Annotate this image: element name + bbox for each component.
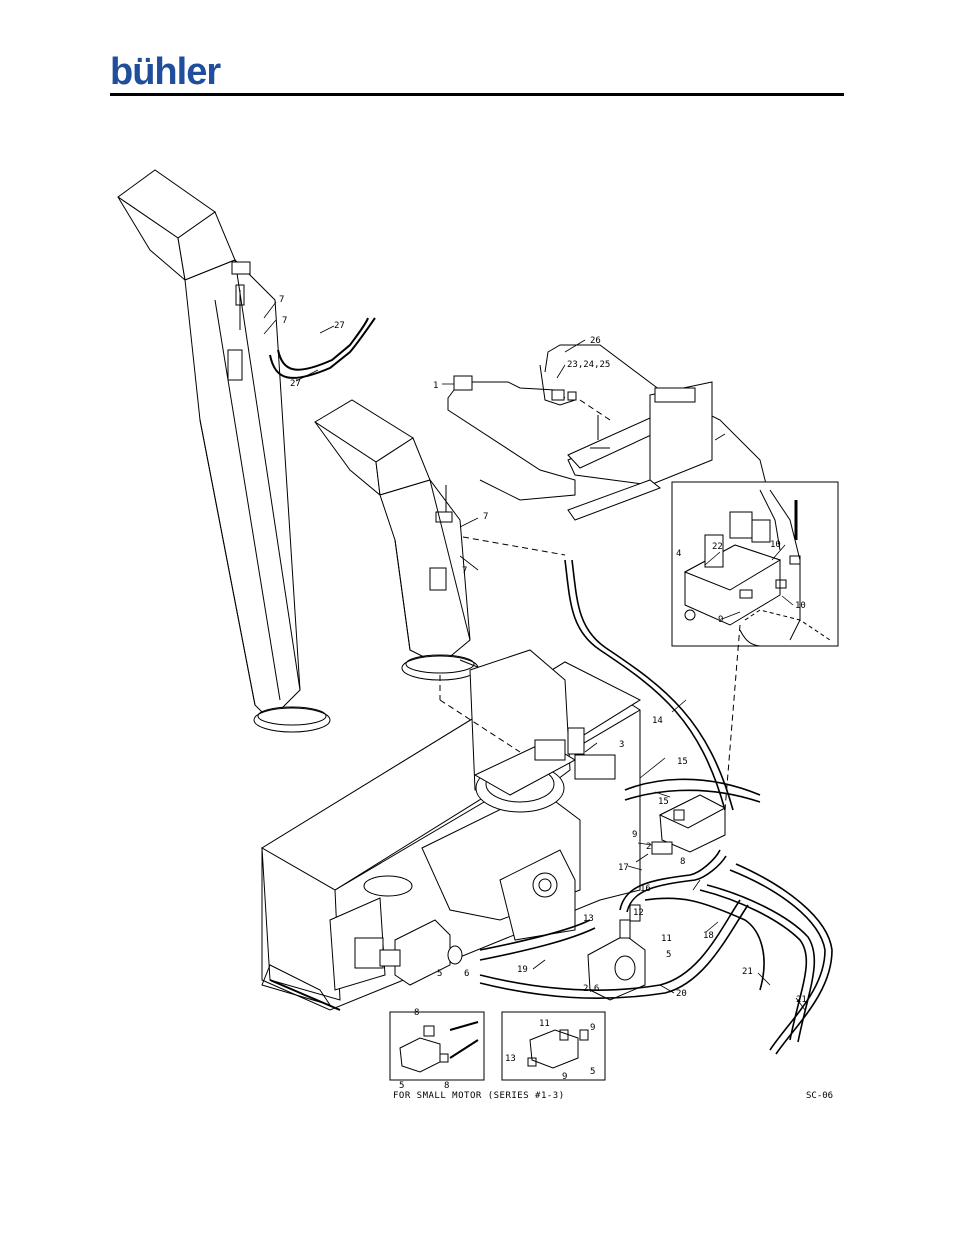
callout-10a: 10 <box>770 540 781 550</box>
spout-assembly-left <box>118 170 330 732</box>
callout-13b: 13 <box>505 1054 516 1064</box>
callout-7a: 7 <box>279 295 284 305</box>
callout-7d: 7 <box>462 566 467 576</box>
valve-detail-inset <box>672 482 838 646</box>
callout-5d: 5 <box>590 1067 595 1077</box>
callout-11b: 11 <box>539 1019 550 1029</box>
callout-1: 1 <box>433 381 438 391</box>
callout-10b: 10 <box>795 601 806 611</box>
callout-19: 19 <box>517 965 528 975</box>
hose-27 <box>270 318 375 378</box>
callout-9b: 9 <box>718 615 723 625</box>
callout-6: 6 <box>464 969 469 979</box>
callout-16: 16 <box>640 884 651 894</box>
callout-21b: 21 <box>796 995 807 1005</box>
callout-20: 20 <box>676 989 687 999</box>
callout-8c: 8 <box>444 1081 449 1091</box>
callout-22: 22 <box>712 542 723 552</box>
callout-7c: 7 <box>483 512 488 522</box>
callout-14: 14 <box>652 716 663 726</box>
diagram-code: SC-06 <box>806 1091 833 1101</box>
callout-12: 12 <box>633 908 644 918</box>
callout-8a: 8 <box>680 857 685 867</box>
spout-assembly-middle <box>315 400 489 680</box>
callout-23-24-25: 23,24,25 <box>567 360 610 370</box>
callout-2-6: 2,6 <box>583 984 599 994</box>
callout-5c: 5 <box>399 1081 404 1091</box>
callout-2: 2 <box>646 842 651 852</box>
callout-3: 3 <box>619 740 624 750</box>
callout-17: 17 <box>618 863 629 873</box>
callout-9c: 9 <box>590 1023 595 1033</box>
small-motor-inset-left <box>390 1012 484 1080</box>
callout-5b: 5 <box>666 950 671 960</box>
callout-27b: 27 <box>290 379 301 389</box>
callout-15b: 15 <box>658 797 669 807</box>
diagram-caption: FOR SMALL MOTOR (SERIES #1-3) <box>393 1091 565 1101</box>
callout-18: 18 <box>703 931 714 941</box>
callout-9a: 9 <box>632 830 637 840</box>
callout-27a: 27 <box>334 321 345 331</box>
callout-21a: 21 <box>742 967 753 977</box>
callout-7b: 7 <box>282 316 287 326</box>
callout-26: 26 <box>590 336 601 346</box>
callout-9d: 9 <box>562 1072 567 1082</box>
callout-11a: 11 <box>661 934 672 944</box>
callout-4: 4 <box>676 549 681 559</box>
callout-15a: 15 <box>677 757 688 767</box>
callout-8b: 8 <box>414 1008 419 1018</box>
callout-13a: 13 <box>583 914 594 924</box>
callout-5a: 5 <box>437 969 442 979</box>
